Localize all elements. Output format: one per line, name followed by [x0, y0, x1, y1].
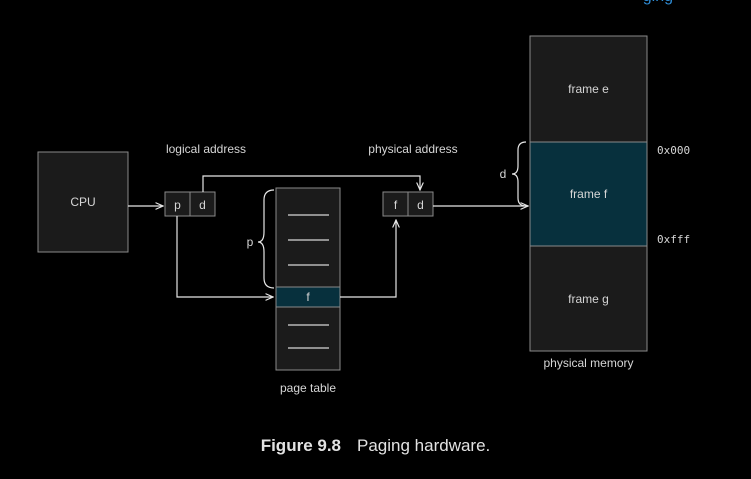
memory-frame-e [529, 35, 648, 143]
logical-address-box: p d [164, 191, 216, 217]
page-table-entry-frame: f [306, 290, 310, 304]
offset-brace-label: d [500, 167, 507, 181]
frame-g-label: frame g [568, 292, 609, 306]
figure-number: Figure 9.8 [260, 436, 342, 455]
physical-offset-field: d [417, 198, 424, 212]
logical-address-label: logical address [166, 142, 246, 156]
page-table-label: page table [280, 381, 336, 395]
offset-brace [511, 141, 527, 207]
paging-hardware-diagram: CPU logical address p d f page table p p… [37, 35, 690, 395]
cpu-box: CPU [37, 151, 129, 253]
cpu-label: CPU [70, 195, 95, 209]
memory-frame-g [529, 245, 648, 352]
page-table: f [275, 187, 341, 371]
figure-caption: Figure 9.8 Paging hardware. [0, 436, 751, 456]
arrow-frame-to-physical [340, 220, 396, 298]
physical-memory-label: physical memory [543, 356, 633, 370]
logical-offset-field: d [199, 198, 206, 212]
frame-f-label: frame f [570, 187, 608, 201]
arrow-offset-to-physical [202, 175, 420, 192]
physical-frame-field: f [394, 198, 398, 212]
physical-address-box: f d [382, 191, 434, 217]
physical-address-label: physical address [368, 142, 457, 156]
frame-start-address: 0x000 [657, 144, 690, 157]
logical-page-field: p [174, 198, 181, 212]
page-index-label: p [247, 235, 254, 249]
physical-memory: frame e frame f frame g [529, 35, 648, 352]
arrow-page-to-table [176, 216, 273, 297]
top-link-text[interactable]: ging [643, 0, 673, 6]
figure-caption-text: Paging hardware. [357, 436, 491, 455]
frame-end-address: 0xfff [657, 233, 690, 246]
page-index-brace [257, 189, 275, 289]
frame-e-label: frame e [568, 82, 609, 96]
memory-frame-f [529, 141, 648, 247]
